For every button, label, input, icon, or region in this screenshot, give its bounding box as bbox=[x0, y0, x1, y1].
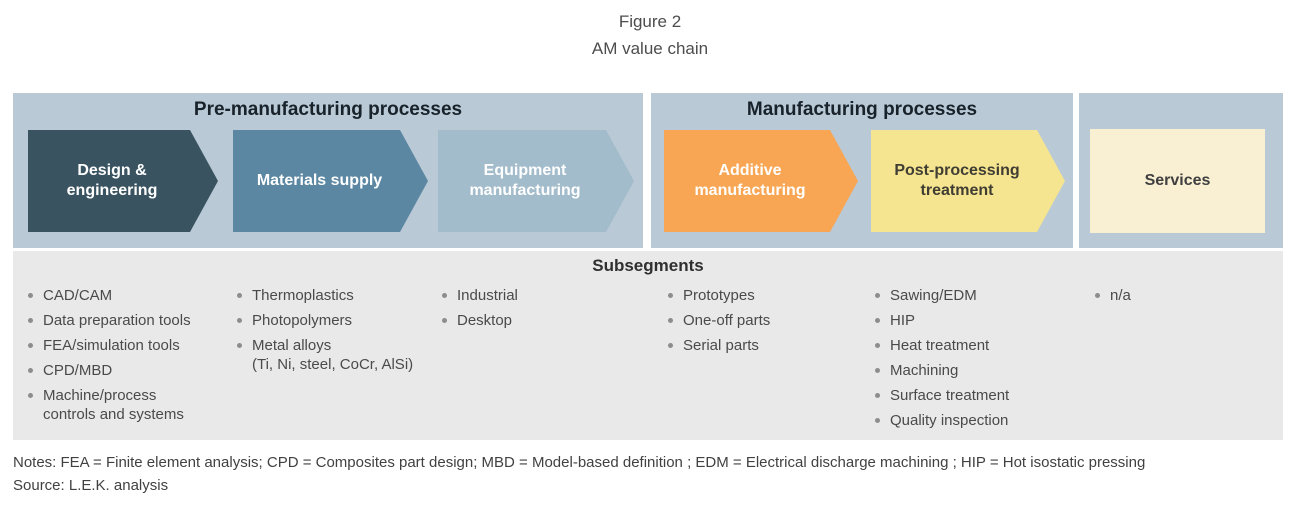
bullet-icon bbox=[28, 393, 33, 398]
figure-subtitle: AM value chain bbox=[591, 39, 709, 58]
chain-arrow-label: Materials supply bbox=[256, 172, 383, 189]
bullet-icon bbox=[1095, 293, 1100, 298]
bullet-icon bbox=[442, 293, 447, 298]
pre-manufacturing-header: Pre-manufacturing processes bbox=[193, 99, 463, 120]
bullet-icon bbox=[875, 343, 880, 348]
bullet-icon bbox=[237, 318, 242, 323]
chain-arrow-label: Design & engineering bbox=[66, 162, 158, 199]
bullet-icon bbox=[668, 318, 673, 323]
notes-text: Notes: FEA = Finite element analysis; CP… bbox=[13, 454, 1146, 471]
chain-arrow-label: Post-processing treatment bbox=[894, 162, 1020, 199]
list-item: Sawing/EDM bbox=[875, 286, 1070, 305]
figure-number: Figure 2 bbox=[618, 12, 682, 31]
subsegments-list: n/a bbox=[1095, 286, 1205, 305]
chain-arrow-design-engineering: Design & engineering bbox=[28, 130, 218, 232]
figure-title: Figure 2 AM value chain bbox=[0, 8, 1300, 62]
list-item: Data preparation tools bbox=[28, 311, 223, 330]
list-item: Quality inspection bbox=[875, 411, 1070, 430]
list-item: One-off parts bbox=[668, 311, 843, 330]
bullet-icon bbox=[28, 293, 33, 298]
services-box-label: Services bbox=[1144, 172, 1211, 189]
bullet-icon bbox=[237, 293, 242, 298]
bullet-icon bbox=[237, 343, 242, 348]
list-item: Machining bbox=[875, 361, 1070, 380]
list-item: Surface treatment bbox=[875, 386, 1070, 405]
subsegments-panel: Subsegments bbox=[13, 251, 1283, 440]
list-item: Heat treatment bbox=[875, 336, 1070, 355]
list-item: HIP bbox=[875, 311, 1070, 330]
bullet-icon bbox=[668, 343, 673, 348]
list-item: FEA/simulation tools bbox=[28, 336, 223, 355]
list-item: Metal alloys (Ti, Ni, steel, CoCr, AlSi) bbox=[237, 336, 452, 374]
list-item: Thermoplastics bbox=[237, 286, 452, 305]
subsegments-column-services: n/a bbox=[1095, 286, 1205, 311]
list-item: Desktop bbox=[442, 311, 602, 330]
source-text: Source: L.E.K. analysis bbox=[13, 477, 169, 494]
bullet-icon bbox=[668, 293, 673, 298]
list-item: Prototypes bbox=[668, 286, 843, 305]
bullet-icon bbox=[875, 393, 880, 398]
list-item: Photopolymers bbox=[237, 311, 452, 330]
bullet-icon bbox=[28, 318, 33, 323]
list-item: Machine/process controls and systems bbox=[28, 386, 223, 424]
chain-arrow-label: Equipment manufacturing bbox=[469, 162, 581, 199]
bullet-icon bbox=[875, 318, 880, 323]
bullet-icon bbox=[875, 293, 880, 298]
chain-arrow-label: Additive manufacturing bbox=[694, 162, 806, 199]
bullet-icon bbox=[875, 418, 880, 423]
list-item: Serial parts bbox=[668, 336, 843, 355]
bullet-icon bbox=[875, 368, 880, 373]
chain-arrow-post-processing-treatment: Post-processing treatment bbox=[871, 130, 1065, 232]
chain-arrow-materials-supply: Materials supply bbox=[233, 130, 428, 232]
bullet-icon bbox=[28, 368, 33, 373]
bullet-icon bbox=[442, 318, 447, 323]
list-item: n/a bbox=[1095, 286, 1205, 305]
bullet-icon bbox=[28, 343, 33, 348]
chain-arrow-equipment-manufacturing: Equipment manufacturing bbox=[438, 130, 634, 232]
chain-arrow-additive-manufacturing: Additive manufacturing bbox=[664, 130, 858, 232]
list-item: CAD/CAM bbox=[28, 286, 223, 305]
services-box: Services bbox=[1090, 129, 1265, 233]
manufacturing-header: Manufacturing processes bbox=[746, 99, 978, 120]
list-item: CPD/MBD bbox=[28, 361, 223, 380]
subsegments-heading: Subsegments bbox=[592, 256, 704, 275]
list-item: Industrial bbox=[442, 286, 602, 305]
